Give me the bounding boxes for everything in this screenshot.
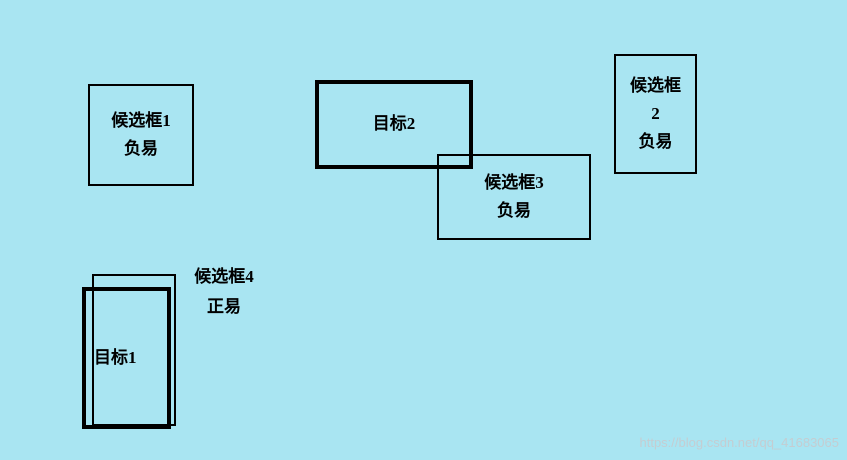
candidate-box-2-label-line2: 2 (651, 103, 660, 123)
candidate-box-1-label-line2: 负易 (124, 139, 158, 158)
target-box-2-label: 目标2 (372, 114, 416, 134)
target-box-1-label: 目标1 (94, 347, 137, 367)
candidate-box-2-label-line3: 负易 (638, 132, 673, 152)
target-box-1: 目标1 (82, 287, 171, 429)
target-box-2: 目标2 (315, 80, 473, 169)
watermark-url: https://blog.csdn.net/qq_41683065 (639, 435, 840, 450)
candidate-box-4-label-line2: 正易 (207, 296, 241, 316)
candidate-box-4-label-line1: 候选框4 (194, 267, 254, 286)
candidate-box-3-label-line1: 候选框3 (484, 172, 544, 192)
candidate-box-3: 候选框3 负易 (437, 154, 591, 240)
candidate-box-1-label-line1: 候选框1 (111, 110, 171, 130)
candidate-box-4-label: 候选框4 正易 (176, 262, 272, 322)
candidate-box-3-label-line2: 负易 (497, 201, 531, 220)
candidate-box-2-label-line1: 候选框 (630, 75, 681, 95)
candidate-box-1: 候选框1 负易 (88, 84, 194, 186)
candidate-box-2: 候选框 2 负易 (614, 54, 697, 174)
